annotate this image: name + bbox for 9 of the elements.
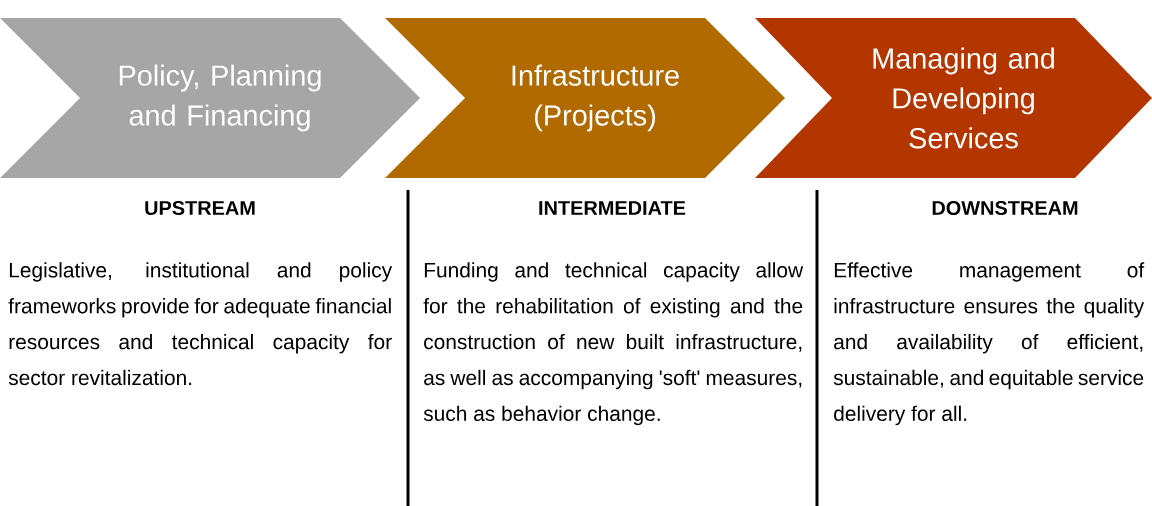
paragraph: Legislative, institutional and policy frameworks provide for adequate financial resources and technical capacity for sector revitalization. (8, 262, 393, 386)
column-heading: INTERMEDIATE (539, 201, 686, 215)
column-heading: UPSTREAM (145, 200, 255, 216)
column-heading: DOWNSTREAM (932, 200, 1078, 216)
chevron-box: Infrastructure (Projects) (385, 18, 785, 178)
paragraph: Funding and technical capacity allow for the rehabilitation of existing and the construction of new built infrastructure, as well as accompanying 'soft' measures, such as behavior change. (423, 262, 804, 426)
chevron-box: Policy, Planning and Financing (0, 18, 420, 178)
chevron-box: Managing and Developing Services (755, 18, 1152, 178)
paragraph: Effective management of infrastructure ensures the quality and availability of efficient, sustainable, and equitable service delivery for all. (833, 262, 1145, 426)
